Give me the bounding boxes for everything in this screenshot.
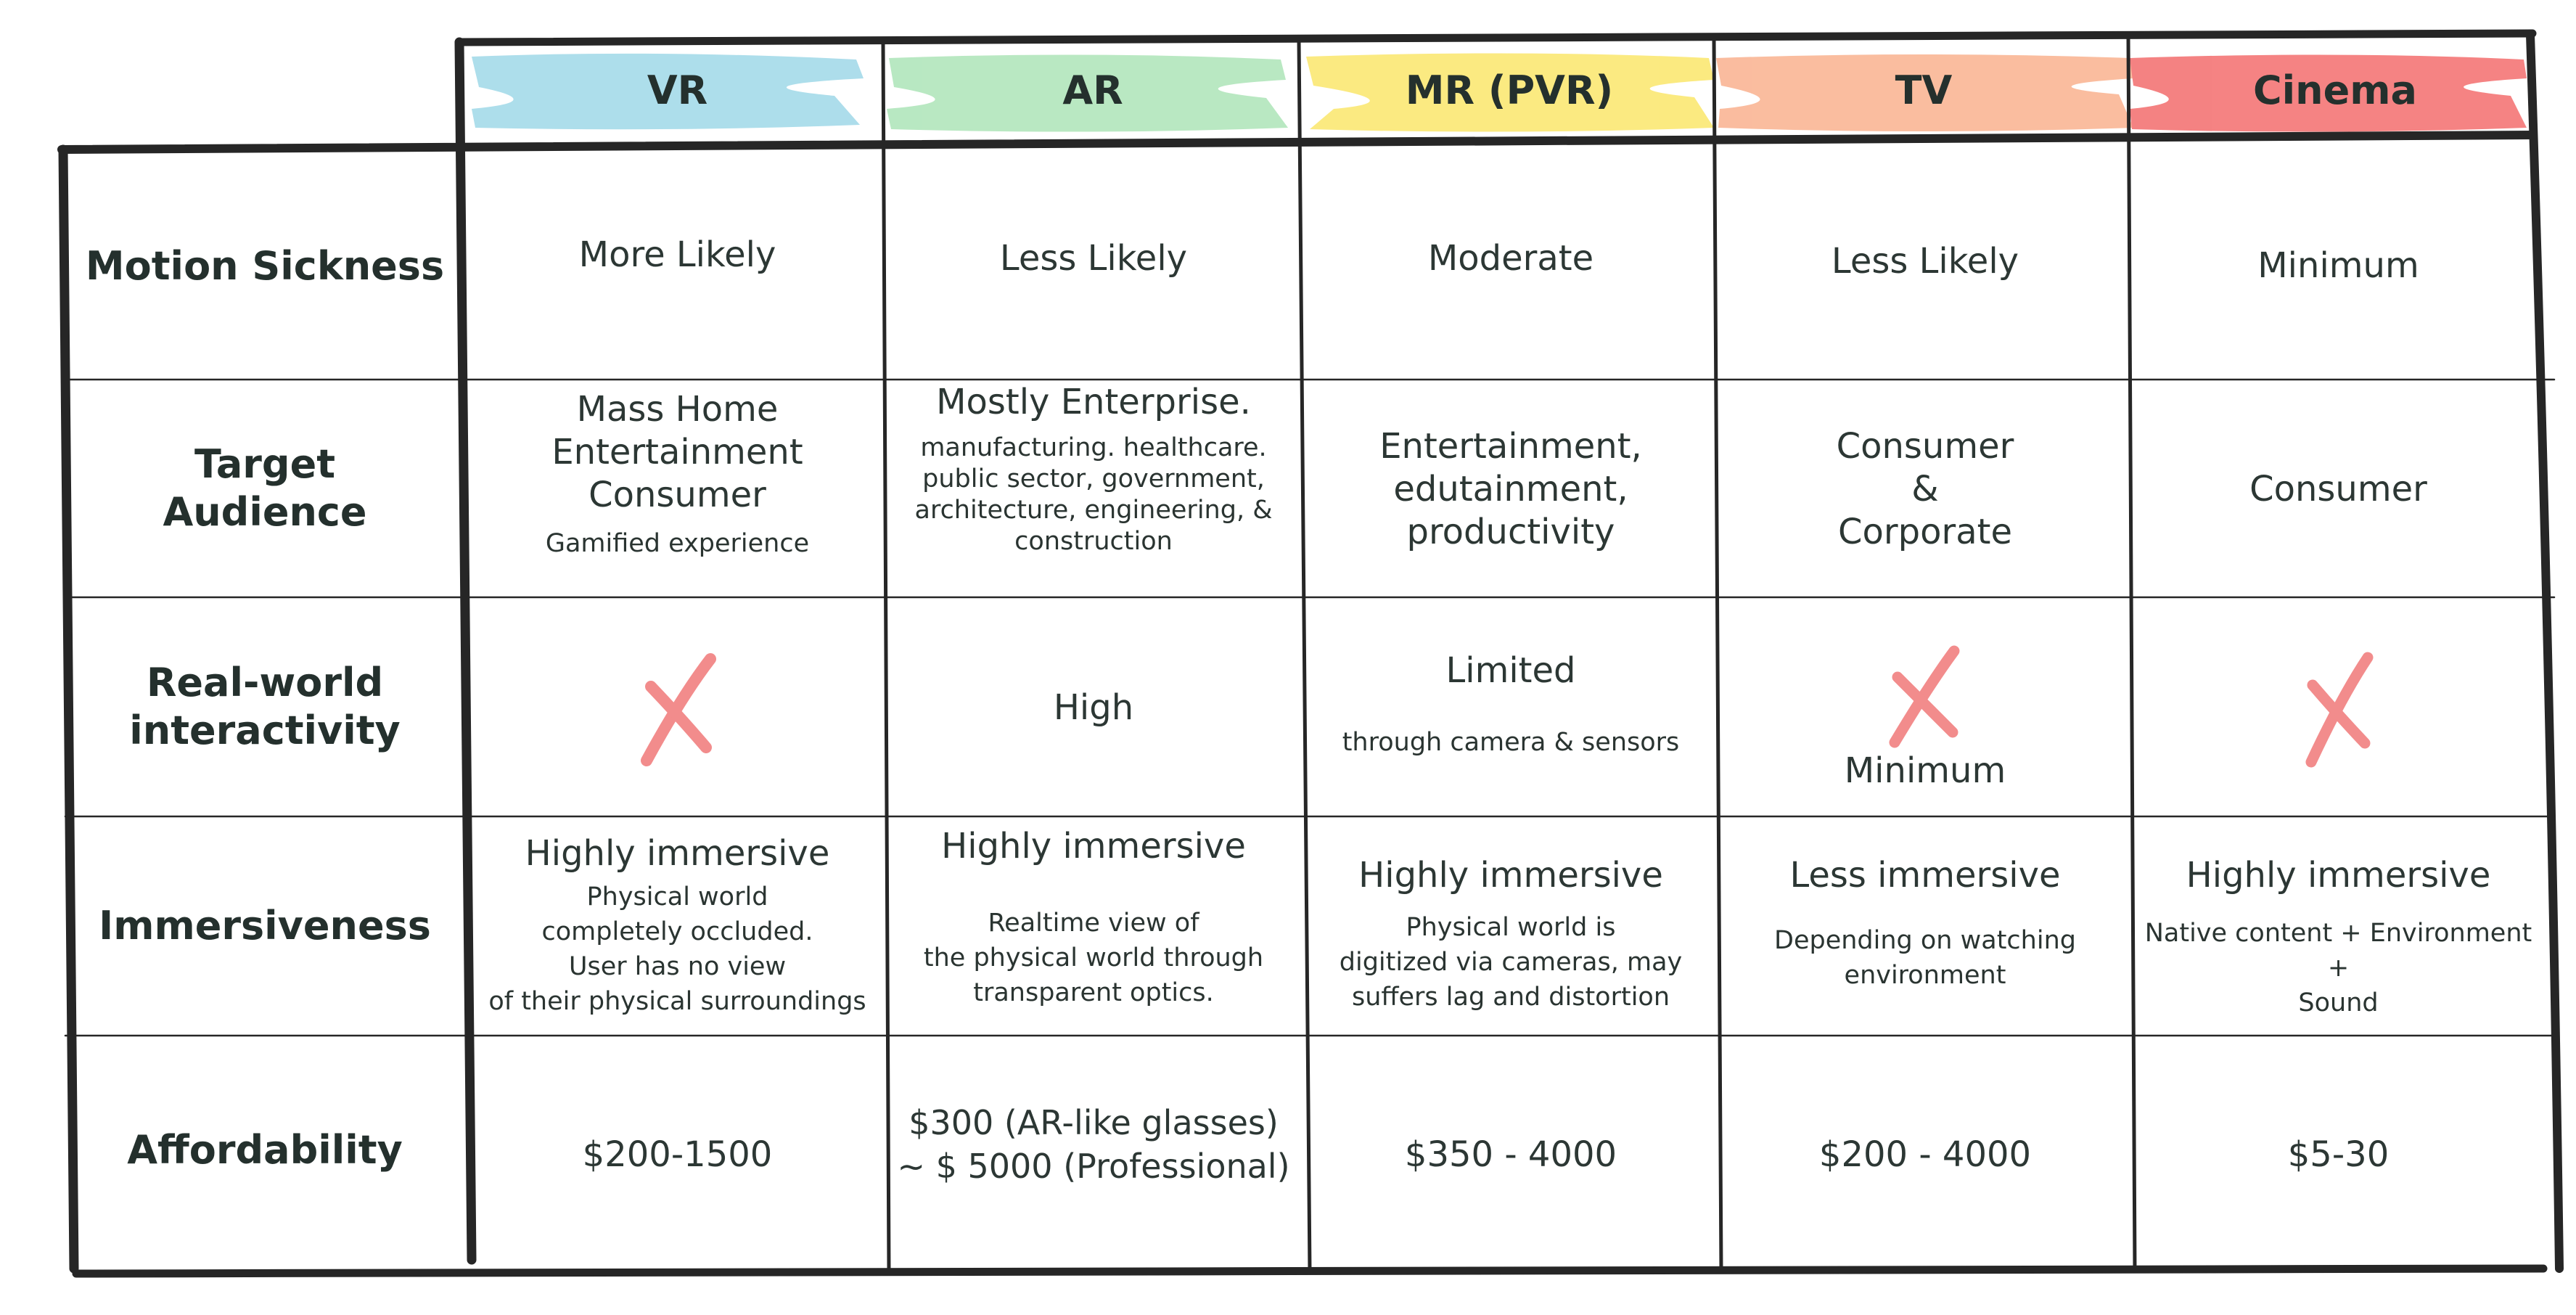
grid-lines	[57, 29, 2564, 1278]
cell-text: Consumer	[2249, 468, 2427, 509]
cell-motion-vr: More Likely	[472, 145, 883, 380]
cell-motion-mr: Moderate	[1304, 145, 1718, 380]
row-label-text: Immersiveness	[99, 903, 431, 949]
cell-interactivity-vr	[472, 599, 883, 816]
cell-sub-text: Physical world completely occluded. User…	[488, 882, 866, 1016]
divider-tv	[1712, 37, 1723, 1274]
cell-motion-ar: Less Likely	[887, 145, 1300, 380]
cell-immersive-vr: Highly immersive Physical world complete…	[472, 818, 883, 1036]
cell-sub-text: manufacturing. healthcare. public sector…	[914, 433, 1273, 556]
cell-text: Consumer & Corporate	[1836, 425, 2014, 552]
cell-immersive-cinema: Highly immersive Native content + Enviro…	[2133, 818, 2543, 1036]
cell-interactivity-tv: Minimum	[1718, 599, 2132, 816]
cell-sub-text: Depending on watching environment	[1774, 926, 2076, 990]
cell-afford-vr: $200-1500	[472, 1037, 883, 1266]
divider-cinema	[2126, 36, 2137, 1274]
cell-main-text: Limited	[1445, 650, 1576, 691]
column-header-ar: AR	[885, 45, 1300, 136]
table-left-border	[58, 144, 79, 1274]
cell-main-text: Mostly Enterprise.	[936, 382, 1251, 422]
cell-text: Minimum	[1844, 750, 2006, 791]
header-highlights	[472, 53, 2527, 132]
cell-audience-vr: Mass Home Entertainment Consumer Gamifie…	[472, 381, 883, 597]
cell-text: $350 - 4000	[1404, 1134, 1617, 1175]
column-header-label: MR (PVR)	[1405, 67, 1614, 113]
cell-afford-ar: $300 (AR-like glasses) ~ $ 5000 (Profess…	[887, 1037, 1300, 1266]
cell-interactivity-cinema	[2133, 599, 2543, 816]
cross-mark-icon	[2305, 652, 2373, 768]
cell-afford-cinema: $5-30	[2133, 1037, 2543, 1266]
column-header-label: TV	[1895, 67, 1953, 113]
header-bottom-border	[57, 131, 2537, 154]
row-label-text: Motion Sickness	[85, 242, 445, 289]
cell-audience-ar: Mostly Enterprise. manufacturing. health…	[887, 381, 1300, 597]
cell-text: $5-30	[2287, 1134, 2390, 1175]
cell-sub-text: Gamified experience	[545, 529, 810, 558]
cell-text: Entertainment, edutainment, productivity	[1379, 425, 1642, 552]
column-header-cinema: Cinema	[2132, 45, 2538, 136]
cell-audience-mr: Entertainment, edutainment, productivity	[1304, 381, 1718, 597]
column-header-mr: MR (PVR)	[1303, 45, 1716, 136]
row-label-text: Affordability	[127, 1126, 403, 1173]
label-column-border	[454, 37, 477, 1265]
cross-mark-icon	[640, 653, 716, 766]
column-header-label: Cinema	[2253, 67, 2417, 113]
cell-sub-text: through camera & sensors	[1342, 728, 1680, 757]
cell-immersive-tv: Less immersive Depending on watching env…	[1718, 818, 2132, 1036]
cell-text: $200 - 4000	[1818, 1134, 2032, 1175]
row-label-interactivity: Real-world interactivity	[69, 597, 461, 816]
cell-sub-text: Native content + Environment + Sound	[2144, 919, 2532, 1017]
cell-audience-tv: Consumer & Corporate	[1718, 381, 2132, 597]
cell-sub-text: Realtime view of the physical world thro…	[923, 909, 1264, 1007]
highlight-tv	[1716, 54, 2133, 131]
cell-text: $200-1500	[582, 1134, 773, 1175]
highlight-cinema	[2130, 54, 2527, 132]
cell-main-text: Highly immersive	[2186, 855, 2491, 896]
cell-interactivity-ar: High	[887, 599, 1300, 816]
highlight-ar	[887, 54, 1288, 132]
cell-audience-cinema: Consumer	[2133, 381, 2543, 597]
cell-immersive-ar: Highly immersive Realtime view of the ph…	[887, 818, 1300, 1036]
row-label-text: Target Audience	[163, 441, 367, 535]
cell-afford-mr: $350 - 4000	[1304, 1037, 1718, 1266]
cell-afford-tv: $200 - 4000	[1718, 1037, 2132, 1266]
table-right-border	[2526, 30, 2564, 1273]
cross-mark-icon	[1889, 645, 1960, 748]
cell-text: Less Likely	[999, 238, 1188, 279]
highlight-vr	[472, 53, 864, 130]
cell-text: $300 (AR-like glasses) ~ $ 5000 (Profess…	[897, 1102, 1290, 1186]
cell-main-text: Highly immersive	[525, 833, 830, 874]
row-label-target-audience: Target Audience	[69, 380, 461, 597]
cell-text: Less Likely	[1831, 241, 2019, 282]
cell-motion-tv: Less Likely	[1718, 145, 2132, 380]
divider-mr	[1297, 38, 1312, 1274]
cell-main-text: Less immersive	[1789, 855, 2061, 896]
row-label-motion-sickness: Motion Sickness	[69, 152, 461, 380]
column-header-tv: TV	[1717, 45, 2130, 136]
cell-text: More Likely	[578, 234, 776, 275]
cell-text: Moderate	[1427, 238, 1594, 279]
cell-motion-cinema: Minimum	[2133, 145, 2543, 380]
divider-ar	[881, 41, 891, 1274]
column-header-label: AR	[1062, 67, 1123, 113]
cell-immersive-mr: Highly immersive Physical world is digit…	[1304, 818, 1718, 1036]
cell-main-text: Highly immersive	[1358, 855, 1663, 896]
header-top-border	[456, 29, 2537, 46]
cell-main-text: Mass Home Entertainment Consumer	[551, 389, 803, 515]
row-label-immersiveness: Immersiveness	[69, 816, 461, 1036]
cell-interactivity-mr: Limited through camera & sensors	[1304, 599, 1718, 816]
row-label-text: Real-world interactivity	[129, 660, 401, 753]
cell-text: Minimum	[2257, 245, 2419, 286]
cell-sub-text: Physical world is digitized via cameras,…	[1339, 913, 1683, 1012]
cell-main-text: Highly immersive	[941, 826, 1246, 867]
column-header-label: VR	[647, 67, 708, 113]
highlight-mr	[1306, 53, 1714, 132]
cell-text: High	[1053, 687, 1134, 728]
column-header-vr: VR	[472, 45, 883, 136]
row-label-affordability: Affordability	[69, 1036, 461, 1264]
